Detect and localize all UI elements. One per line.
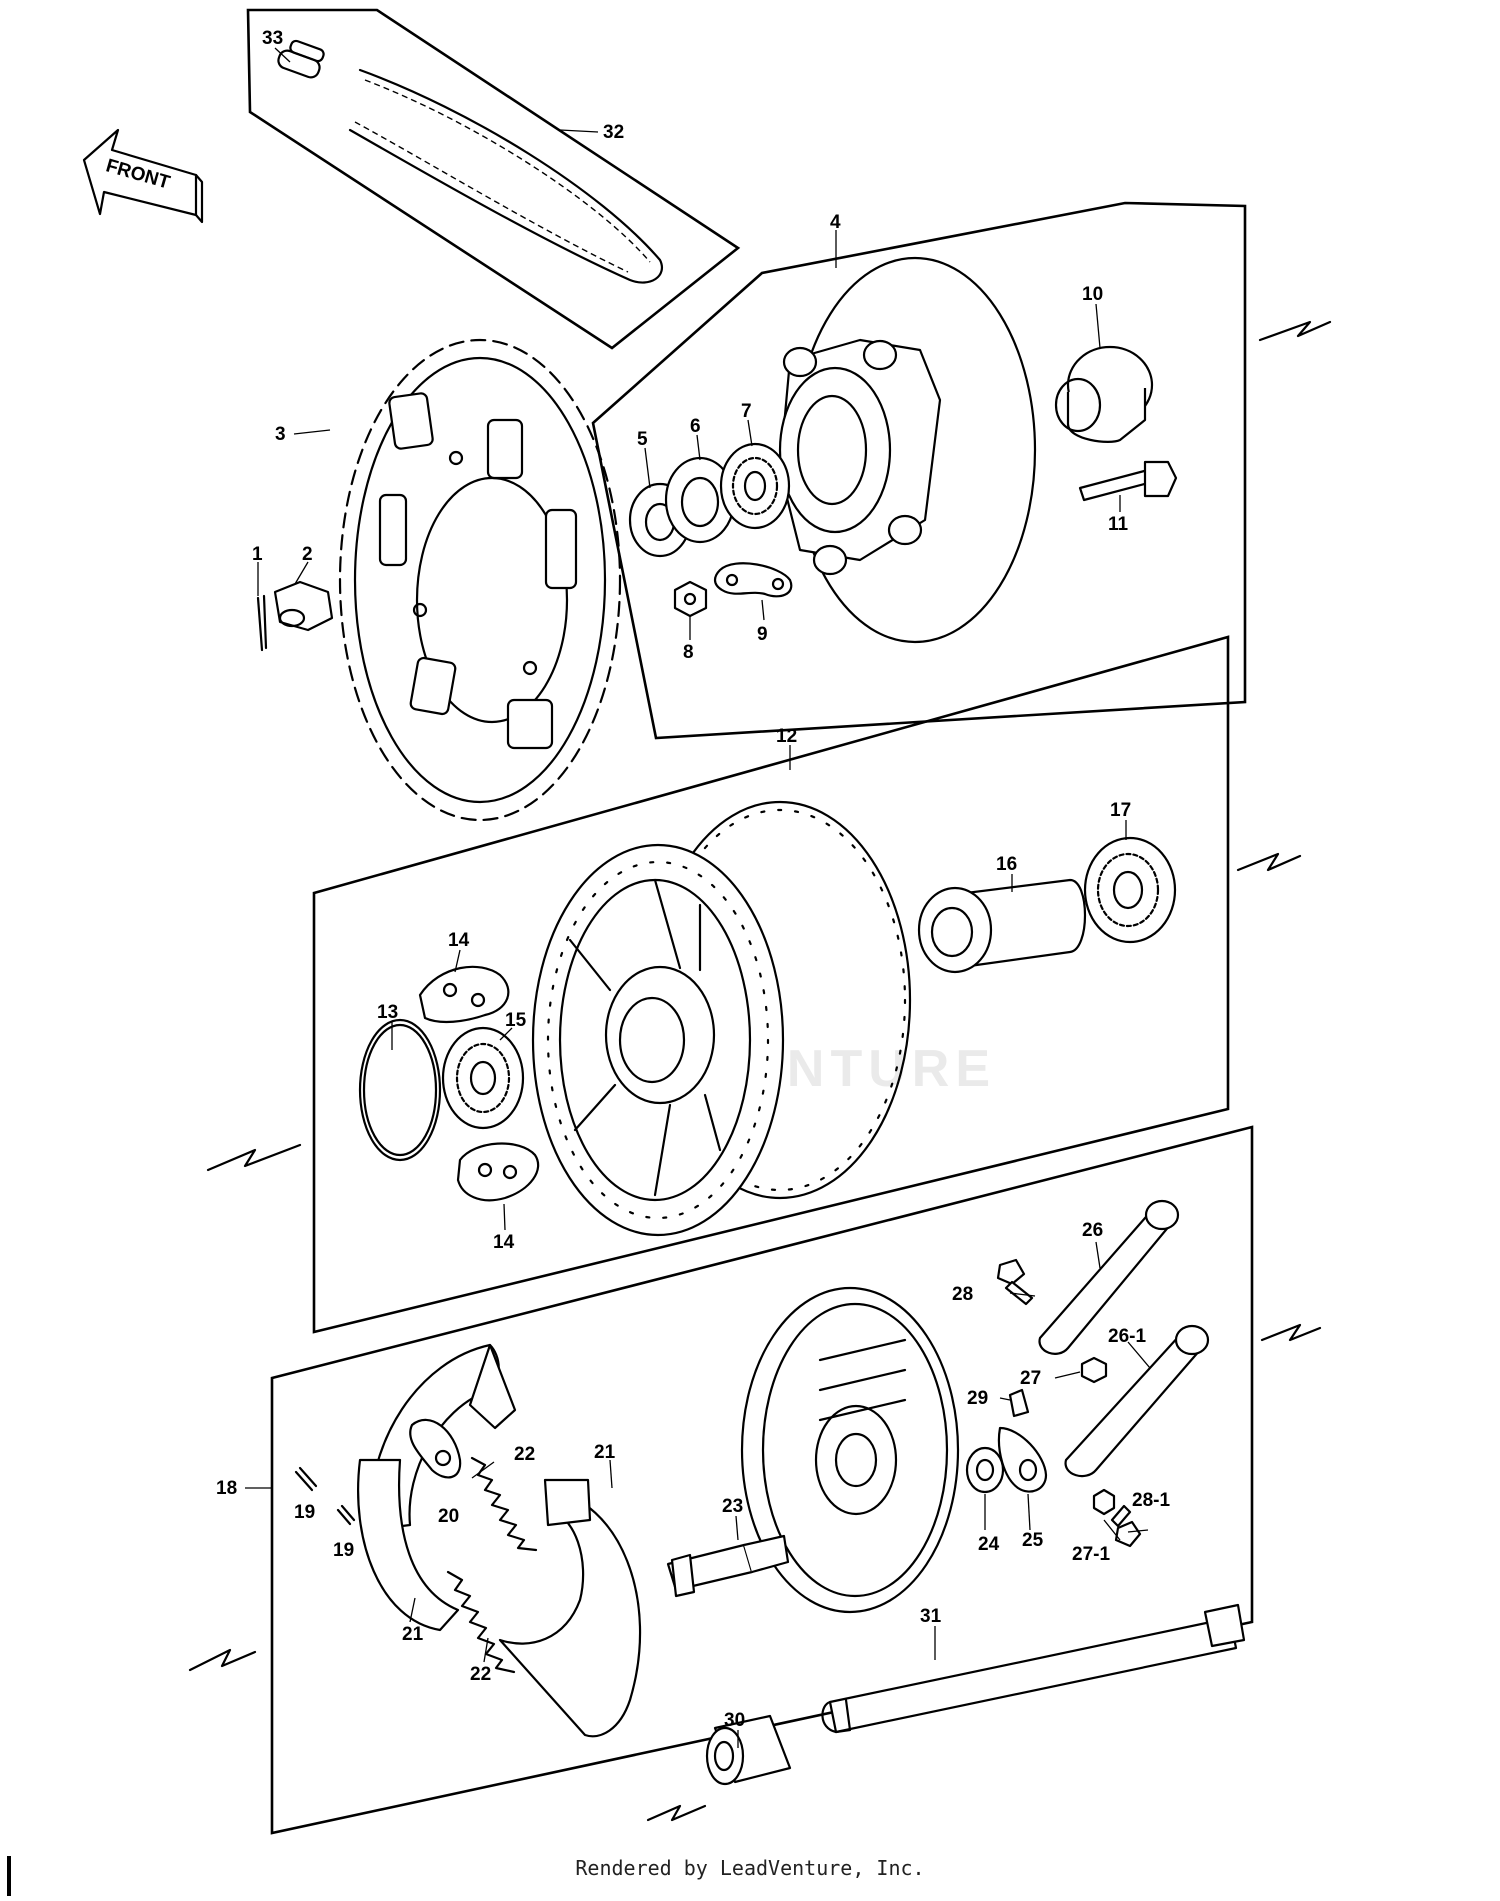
part-label-21-left: 21 (402, 1624, 424, 1645)
part-label-1: 1 (252, 544, 263, 565)
part-label-31: 31 (920, 1606, 942, 1627)
brake-shoe-lower (498, 1478, 642, 1738)
part-label-21-right: 21 (594, 1442, 616, 1463)
brake-cam-lever-alt (1064, 1324, 1210, 1478)
front-arrow-shape (82, 128, 198, 217)
part-label-28: 28 (952, 1284, 973, 1305)
part-label-8: 8 (683, 642, 694, 663)
hub-damper-lower (456, 1142, 540, 1202)
lever-bolt-alt (1110, 1504, 1142, 1548)
continuation-arrows (188, 320, 1332, 1822)
part-label-3: 3 (275, 424, 286, 445)
page-edge-mark (7, 1856, 11, 1896)
cotter-pin (256, 594, 268, 652)
wear-indicator (1008, 1388, 1030, 1418)
hub-bearing (719, 442, 791, 530)
axle-spacer (705, 1714, 792, 1786)
hub-nut (673, 580, 708, 618)
part-label-32: 32 (603, 122, 624, 143)
part-label-13: 13 (377, 1002, 398, 1023)
part-label-14-upper: 14 (448, 930, 470, 951)
hub-group-frame (591, 201, 1247, 740)
part-label-30: 30 (724, 1710, 745, 1731)
wheel-group-frame (312, 635, 1230, 1334)
axle-sleeve (917, 878, 1086, 974)
axle-nut (273, 580, 334, 632)
part-label-19-upper: 19 (294, 1502, 315, 1523)
part-label-9: 9 (757, 624, 768, 645)
part-label-2: 2 (302, 544, 313, 565)
brake-cam (666, 1534, 790, 1598)
front-arrow: FRONT (82, 128, 204, 224)
hub-collar (1054, 345, 1154, 443)
part-label-20: 20 (438, 1506, 459, 1527)
chain-master-link (277, 39, 325, 79)
part-label-28-1: 28-1 (1132, 1490, 1170, 1511)
brake-cam-lever (1038, 1199, 1180, 1355)
lever-bolt (996, 1258, 1034, 1306)
brake-cotter-pins (294, 1466, 356, 1526)
part-label-27: 27 (1020, 1368, 1041, 1389)
hub-bolt (1078, 460, 1178, 502)
part-label-25: 25 (1022, 1530, 1044, 1551)
brake-cam-plate (409, 1418, 462, 1479)
part-label-26-1: 26-1 (1108, 1326, 1146, 1347)
lock-plate (713, 562, 793, 598)
rear-axle (821, 1603, 1246, 1734)
part-label-7: 7 (741, 401, 752, 422)
chain-group-frame (246, 8, 741, 350)
part-label-4: 4 (830, 212, 841, 233)
part-label-12: 12 (776, 726, 797, 747)
part-label-22-lower: 22 (470, 1664, 491, 1685)
group-frames (246, 8, 1254, 1835)
part-label-17: 17 (1110, 800, 1131, 821)
brake-shoe-left (357, 1458, 460, 1632)
footer-credit: Rendered by LeadVenture, Inc. (0, 1856, 1500, 1880)
part-label-26: 26 (1082, 1220, 1103, 1241)
hub-damper-upper (418, 965, 510, 1024)
part-label-6: 6 (690, 416, 701, 437)
brake-group-frame (270, 1125, 1254, 1835)
part-label-24: 24 (978, 1534, 1000, 1555)
cam-washer (965, 1446, 1005, 1494)
part-label-22-upper: 22 (514, 1444, 535, 1465)
part-label-23: 23 (722, 1496, 743, 1517)
leader-lines (245, 47, 1151, 1748)
drive-chain (348, 68, 663, 284)
brake-spring-lower (446, 1570, 516, 1674)
brake-spring-upper (470, 1456, 538, 1552)
part-label-27-1: 27-1 (1072, 1544, 1110, 1565)
sprocket-hub (778, 256, 1037, 644)
part-label-33: 33 (262, 28, 283, 49)
part-label-18: 18 (216, 1478, 237, 1499)
part-label-15: 15 (505, 1010, 527, 1031)
brake-panel (740, 1286, 960, 1614)
wheel-hub (531, 800, 912, 1237)
part-label-14-lower: 14 (493, 1232, 515, 1253)
part-label-19-lower: 19 (333, 1540, 354, 1561)
rear-sprocket (338, 338, 622, 822)
part-label-11: 11 (1108, 514, 1129, 535)
lever-nut (1080, 1356, 1108, 1384)
part-label-10: 10 (1082, 284, 1103, 305)
o-ring (358, 1018, 442, 1162)
footer-text: Rendered by LeadVenture, Inc. (575, 1856, 925, 1880)
part-label-16: 16 (996, 854, 1017, 875)
part-label-5: 5 (637, 429, 648, 450)
wheel-bearing-left (441, 1026, 525, 1130)
part-label-29: 29 (967, 1388, 988, 1409)
lever-nut-alt (1092, 1488, 1116, 1516)
indicator-plate (997, 1426, 1048, 1493)
wheel-bearing-right (1083, 836, 1177, 944)
part-labels: 1 2 3 4 5 6 7 8 9 10 11 12 13 14 14 15 1… (216, 28, 1170, 1731)
